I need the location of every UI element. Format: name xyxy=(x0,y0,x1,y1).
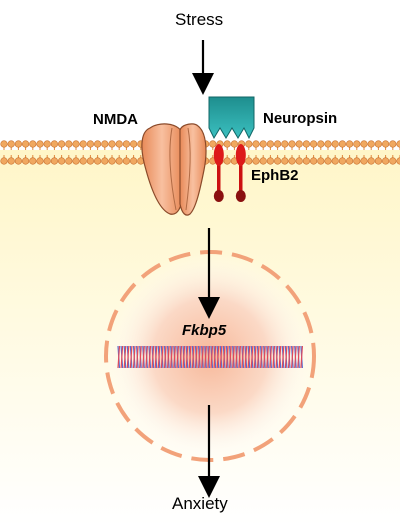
nmda-receptor-icon xyxy=(141,123,207,216)
stress-label: Stress xyxy=(175,10,224,29)
ephb2-label: EphB2 xyxy=(251,167,299,184)
nmda-label: NMDA xyxy=(93,111,138,128)
neuropsin-icon xyxy=(208,96,255,140)
anxiety-label: Anxiety xyxy=(172,494,228,513)
neuropsin-label: Neuropsin xyxy=(263,110,338,127)
nucleus-glow xyxy=(106,252,314,460)
dna-helix xyxy=(117,345,303,369)
gene-label: Fkbp5 xyxy=(182,322,227,339)
ephb2-receptor-icon xyxy=(213,144,246,202)
